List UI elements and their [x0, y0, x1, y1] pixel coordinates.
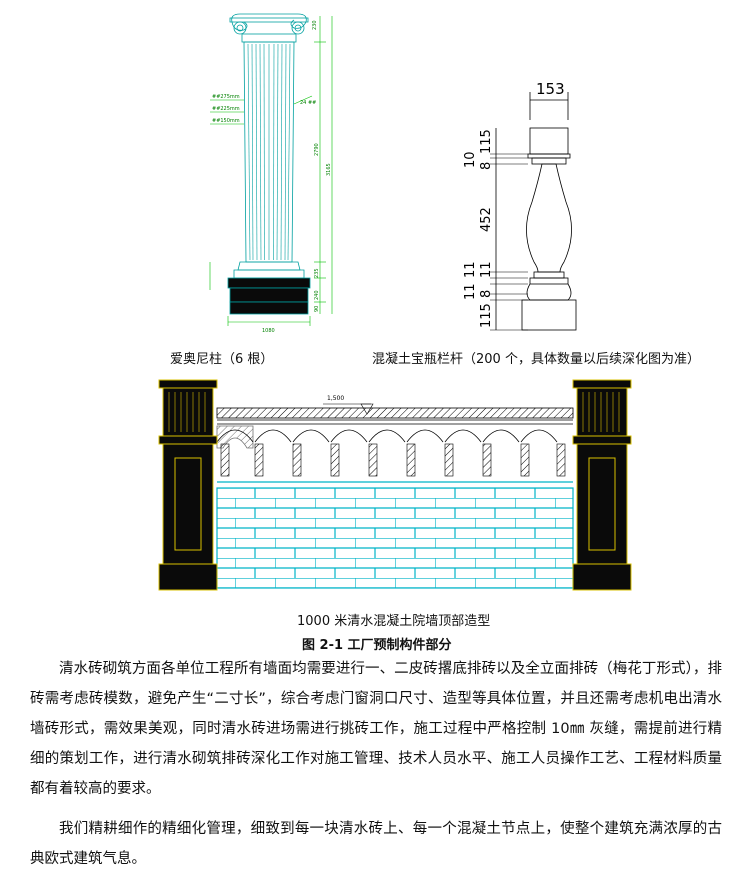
baluster-dim-bottom: 115: [479, 303, 494, 328]
wall-top-drawing: 1,500: [158, 379, 632, 591]
figure-title: 图 2-1 工厂预制构件部分: [302, 638, 452, 653]
baluster-dim-5: 11: [463, 261, 478, 278]
baluster-drawing: 153 115 10 8 452 11 11 11 8 115: [463, 80, 577, 331]
dim-dia-3: ##150mm: [212, 118, 240, 124]
wall-dim-label: 1,500: [327, 395, 344, 402]
baluster-dim-3: 8: [479, 162, 494, 170]
dim-base-1: 235: [314, 268, 320, 278]
dim-base-2: 240: [314, 290, 320, 300]
dim-shaft-label: 24 ##: [300, 100, 316, 106]
dim-base-width: 1080: [262, 328, 275, 334]
baluster-dim-8: 8: [479, 290, 494, 298]
paragraph-2: 我们精耕细作的精细化管理，细致到每一块清水砖上、每一个混凝土节点上，使整个建筑充…: [30, 821, 722, 867]
dim-shaft: 2790: [314, 143, 320, 156]
paragraph-1: 清水砖砌筑方面各单位工程所有墙面均需要进行一、二皮砖撂底排砖以及全立面排砖（梅花…: [30, 661, 722, 797]
baluster-dim-top: 115: [479, 129, 494, 154]
baluster-dim-2: 10: [463, 151, 478, 168]
dim-dia-1: ##275mm: [212, 94, 240, 100]
baluster-width-dim: 153: [536, 80, 565, 98]
dim-capital: 230: [312, 20, 318, 30]
baluster-dim-body: 452: [479, 207, 494, 232]
dim-base-3: 90: [314, 306, 320, 312]
dim-total: 3165: [326, 163, 332, 176]
caption-ionic-column: 爱奥尼柱（6 根）: [170, 352, 274, 367]
baluster-dim-7: 11: [463, 283, 478, 300]
ionic-column-drawing: 230 24 ## 2790 3165 235 240 90 1080 ##27…: [209, 13, 333, 334]
dim-dia-2: ##225mm: [212, 106, 240, 112]
caption-baluster: 混凝土宝瓶栏杆（200 个，具体数量以后续深化图为准）: [372, 352, 700, 367]
caption-wall-top: 1000 米清水混凝土院墙顶部造型: [297, 614, 491, 629]
baluster-dim-6: 11: [479, 261, 494, 278]
